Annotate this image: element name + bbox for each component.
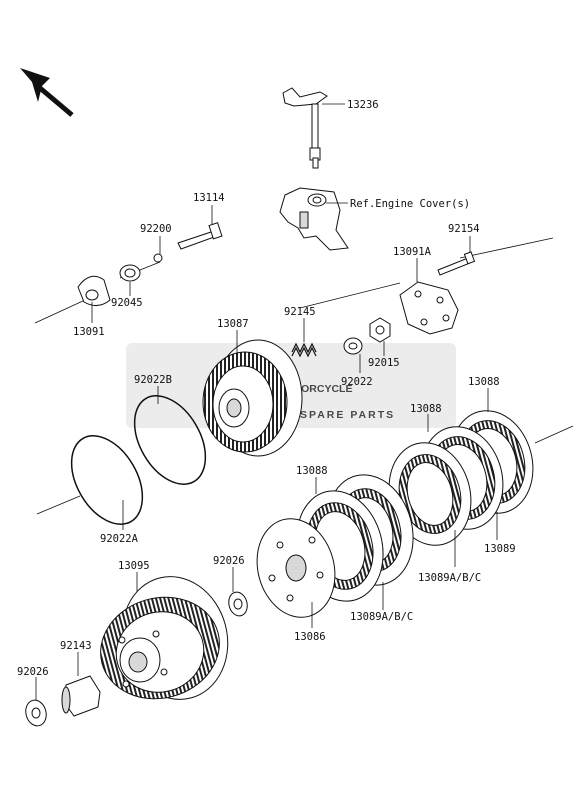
label-13086: 13086 bbox=[294, 631, 326, 643]
part-13095-housing bbox=[100, 576, 229, 700]
label-92154: 92154 bbox=[448, 223, 480, 235]
axis-lines bbox=[34, 237, 574, 515]
label-92022A: 92022A bbox=[100, 533, 139, 545]
label-13089ABC-a: 13089A/B/C bbox=[418, 572, 481, 584]
label-92022: 92022 bbox=[341, 376, 373, 388]
leader-lines bbox=[35, 103, 498, 700]
callout-labels: 13236 Ref.Engine Cover(s) 13114 92200 92… bbox=[17, 99, 516, 678]
part-13236-lever bbox=[282, 87, 328, 169]
label-92143: 92143 bbox=[60, 640, 92, 652]
part-13086-pressure-plate bbox=[256, 518, 336, 618]
label-13088-b: 13088 bbox=[410, 403, 442, 415]
plate-stack bbox=[296, 410, 534, 602]
part-92200-washer bbox=[153, 253, 163, 263]
label-13088-c: 13088 bbox=[296, 465, 328, 477]
label-13236: 13236 bbox=[347, 99, 379, 111]
label-92026-b: 92026 bbox=[17, 666, 49, 678]
label-92015: 92015 bbox=[368, 357, 400, 369]
part-92045-bearing bbox=[119, 264, 141, 282]
label-13089: 13089 bbox=[484, 543, 516, 555]
part-92022B-oring bbox=[133, 395, 207, 485]
part-92022-washer bbox=[343, 337, 363, 355]
label-13095: 13095 bbox=[118, 560, 150, 572]
part-92145-spring bbox=[291, 342, 317, 358]
engine-cover-bracket bbox=[279, 187, 349, 251]
part-13091A-plate bbox=[399, 281, 459, 335]
label-13087: 13087 bbox=[217, 318, 249, 330]
label-92145: 92145 bbox=[284, 306, 316, 318]
watermark-line2: SPARE PARTS bbox=[300, 409, 395, 421]
label-92026-a: 92026 bbox=[213, 555, 245, 567]
label-ref-engine-cover: Ref.Engine Cover(s) bbox=[350, 198, 470, 210]
part-92022A-oring bbox=[70, 435, 144, 525]
part-13087-hub bbox=[202, 339, 303, 457]
part-13091-cap bbox=[77, 275, 111, 306]
part-92026-washer-b bbox=[25, 699, 47, 727]
front-direction-arrow-icon bbox=[20, 68, 74, 117]
label-92045: 92045 bbox=[111, 297, 143, 309]
part-92026-washer-a bbox=[228, 591, 248, 617]
part-92154-bolt bbox=[437, 251, 476, 276]
label-92200: 92200 bbox=[140, 223, 172, 235]
label-92022B: 92022B bbox=[134, 374, 172, 386]
part-92143-sleeve bbox=[61, 675, 101, 717]
label-13114: 13114 bbox=[193, 192, 225, 204]
label-13088-a: 13088 bbox=[468, 376, 500, 388]
label-13091A: 13091A bbox=[393, 246, 432, 258]
label-13089ABC-b: 13089A/B/C bbox=[350, 611, 413, 623]
part-92015-nut bbox=[369, 317, 391, 343]
part-13114-pin bbox=[177, 222, 223, 250]
label-13091: 13091 bbox=[73, 326, 105, 338]
